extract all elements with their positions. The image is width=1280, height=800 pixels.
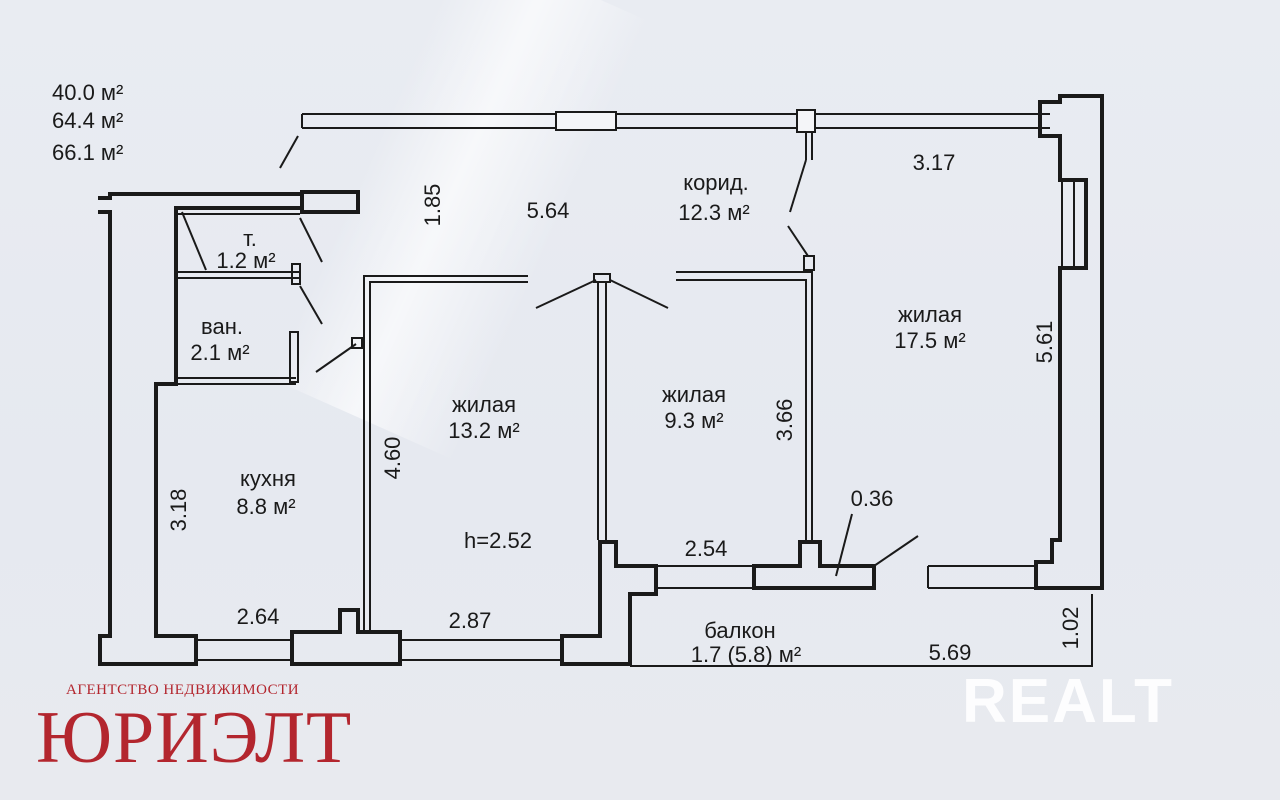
living3-name: жилая bbox=[898, 302, 962, 327]
dim-5-69: 5.69 bbox=[929, 640, 972, 665]
dim-2-64: 2.64 bbox=[237, 604, 280, 629]
corridor-name: корид. bbox=[683, 170, 749, 195]
toilet-name: т. bbox=[243, 226, 257, 251]
balcony-outline bbox=[630, 594, 1093, 667]
balcony-pier bbox=[752, 540, 876, 590]
dim-1-85: 1.85 bbox=[420, 184, 445, 227]
ceiling-height: h=2.52 bbox=[464, 528, 532, 553]
dim-4-60: 4.60 bbox=[380, 437, 405, 480]
living3-area: 17.5 м² bbox=[894, 328, 965, 353]
dim-5-64: 5.64 bbox=[527, 198, 570, 223]
living1-name: жилая bbox=[452, 392, 516, 417]
bath-area: 2.1 м² bbox=[190, 340, 249, 365]
dim-0-36: 0.36 bbox=[851, 486, 894, 511]
left-wall bbox=[98, 192, 304, 666]
window-top bbox=[555, 111, 617, 131]
dim-3-18: 3.18 bbox=[166, 489, 191, 532]
agency-subtitle: АГЕНТСТВО НЕДВИЖИМОСТИ bbox=[66, 682, 300, 698]
bottom-wall-left bbox=[290, 608, 402, 666]
dim-5-61: 5.61 bbox=[1032, 321, 1057, 364]
area-total-balcony: 66.1 м² bbox=[52, 140, 123, 165]
realt-watermark: REALT bbox=[962, 667, 1175, 736]
kitchen-area: 8.8 м² bbox=[236, 494, 295, 519]
column-top bbox=[796, 109, 816, 133]
living2-name: жилая bbox=[662, 382, 726, 407]
dim-3-66: 3.66 bbox=[772, 399, 797, 442]
bath-name: ван. bbox=[201, 314, 243, 339]
right-wall bbox=[1034, 94, 1104, 590]
balcony-area: 1.7 (5.8) м² bbox=[691, 642, 802, 667]
living2-area: 9.3 м² bbox=[664, 408, 723, 433]
living1-area: 13.2 м² bbox=[448, 418, 519, 443]
balcony-block bbox=[560, 540, 658, 666]
kitchen-name: кухня bbox=[240, 466, 296, 491]
area-total: 64.4 м² bbox=[52, 108, 123, 133]
dim-1-02: 1.02 bbox=[1058, 607, 1083, 650]
corridor-area: 12.3 м² bbox=[678, 200, 749, 225]
area-living-total: 40.0 м² bbox=[52, 80, 123, 105]
dim-2-54: 2.54 bbox=[685, 536, 728, 561]
interior-walls bbox=[176, 132, 919, 634]
dim-2-87: 2.87 bbox=[449, 608, 492, 633]
left-top-block bbox=[300, 190, 360, 214]
balcony-name: балкон bbox=[704, 618, 775, 643]
top-wall bbox=[279, 109, 1050, 169]
agency-logo: ЮРИЭЛТ bbox=[36, 697, 353, 779]
toilet-area: 1.2 м² bbox=[216, 248, 275, 273]
dim-3-17: 3.17 bbox=[913, 150, 956, 175]
